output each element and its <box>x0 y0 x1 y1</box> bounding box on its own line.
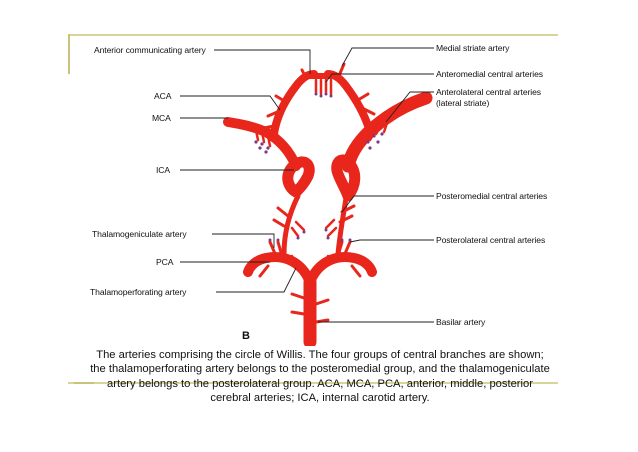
pcom-left <box>281 193 301 257</box>
label-basilar-artery: Basilar artery <box>436 317 486 327</box>
label-posterolateral-central-arteries: Posterolateral central arteries <box>436 235 546 245</box>
frame-bottom-tick <box>74 382 94 384</box>
label-anterolateral-central-arteries: Anterolateral central arteries <box>436 87 541 97</box>
ica-right <box>331 154 361 202</box>
frame-bottom-line <box>68 382 558 384</box>
label-anteromedial-central-arteries: Anteromedial central arteries <box>436 69 543 79</box>
caption-line-2: the thalamoperforating artery belongs to… <box>90 363 550 376</box>
panel-letter: B <box>242 330 250 342</box>
aca-right <box>324 70 374 136</box>
label-lateral-striate: (lateral striate) <box>436 98 490 108</box>
frame-left-line <box>68 34 70 74</box>
ica-left <box>282 156 315 198</box>
pcom-right <box>335 195 349 257</box>
figure-caption: The arteries comprising the circle of Wi… <box>70 348 570 406</box>
mca-right <box>341 91 433 173</box>
pca-right <box>305 252 377 287</box>
label-medial-striate-artery: Medial striate artery <box>436 43 510 53</box>
label-thalamogeniculate-artery: Thalamogeniculate artery <box>92 229 187 239</box>
label-pca: PCA <box>156 257 174 267</box>
pca-left <box>243 252 315 287</box>
frame-top-line <box>68 34 558 36</box>
label-posteromedial-central-arteries: Posteromedial central arteries <box>436 191 548 201</box>
label-thalamoperforating-artery: Thalamoperforating artery <box>90 287 187 297</box>
caption-line-1: The arteries comprising the circle of Wi… <box>96 349 544 361</box>
label-mca: MCA <box>152 113 171 123</box>
caption-line-3: artery belongs to the posterolateral gro… <box>107 377 533 390</box>
label-aca: ACA <box>154 91 172 101</box>
mca-left <box>223 117 301 171</box>
circle-of-willis-illustration <box>180 47 434 346</box>
caption-line-4: cerebral arteries; ICA, internal carotid… <box>210 392 430 405</box>
label-anterior-communicating-artery: Anterior communicating artery <box>94 45 206 55</box>
aca-left <box>270 70 318 138</box>
label-ica: ICA <box>156 165 171 175</box>
